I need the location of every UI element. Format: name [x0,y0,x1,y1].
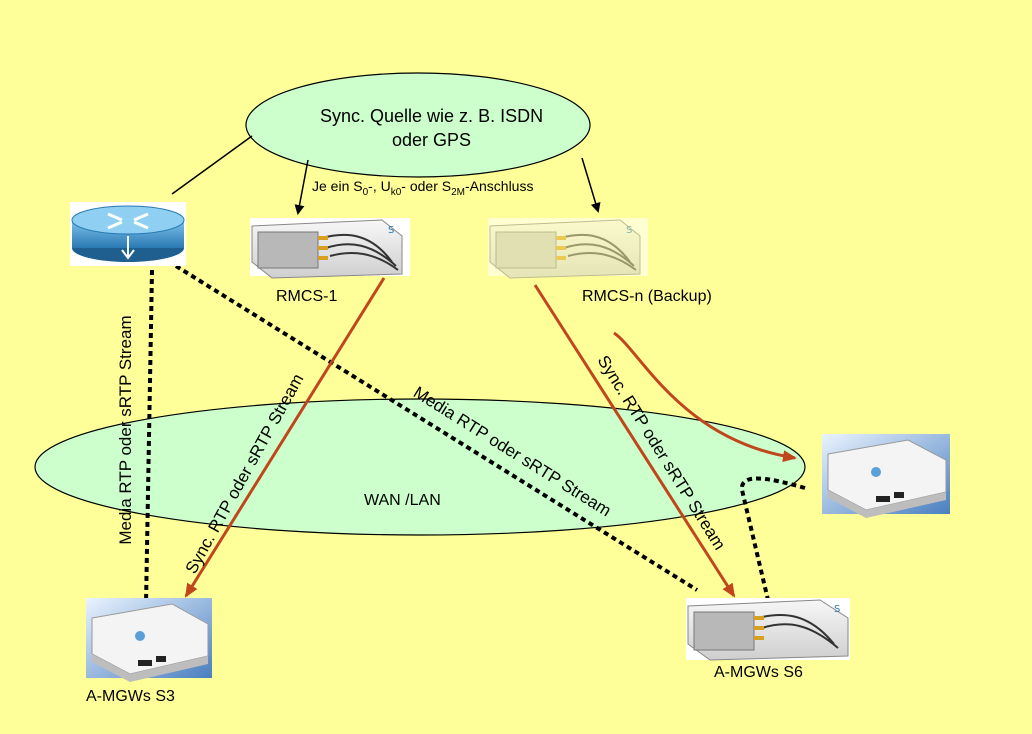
sync-source-ellipse [245,72,591,178]
wan-lan-ellipse [34,398,806,536]
media-diagonal-dotted [174,264,699,592]
rmcsn-label: RMCS-n (Backup) [582,288,712,305]
svg-text:S: S [388,225,394,236]
arrow-to-rmcs1 [294,159,309,215]
sync-to-router-line [171,135,253,195]
amgw-s3-label: A-MGWs S3 [86,688,175,705]
rmcs1-device-icon: S [250,218,410,279]
svg-text:S: S [834,604,840,615]
svg-text:S: S [626,225,632,236]
media-vertical-dotted [144,269,154,605]
rmcsn-device-icon: S [488,218,648,279]
media-stream-vertical-label: Media RTP oder sRTP Stream [116,315,135,545]
amgw-s6-device-icon: S [686,598,850,661]
sync-arrow-left [184,277,386,598]
router-icon [70,202,186,266]
wan-lan-label: WAN /LAN [364,492,441,509]
connection-type-label: Je ein S0-, Uk0- oder S2M-Anschluss [312,178,534,198]
amgw-s6-label: A-MGWs S6 [714,664,803,681]
amgw-s3-device-icon [86,598,212,682]
media-curve-dotted [739,476,806,601]
sync-source-label-line2: oder GPS [392,130,472,150]
rmcs1-label: RMCS-1 [276,288,338,305]
gateway-device-icon [822,434,950,518]
sync-source-label-line1: Sync. Quelle wie z. B. ISDN [320,106,544,126]
sync-arrow-curve [613,331,797,463]
sync-arrow-right [533,284,736,598]
arrow-to-rmcsn [581,157,601,213]
